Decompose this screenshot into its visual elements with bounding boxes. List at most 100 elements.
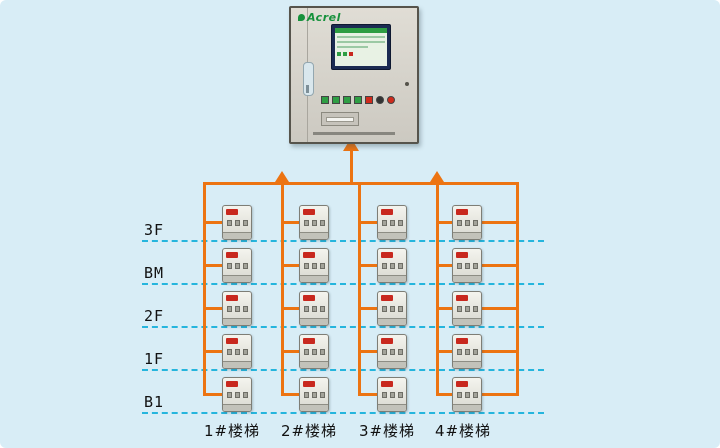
device-key xyxy=(243,220,248,226)
device-key xyxy=(465,263,470,269)
device-key xyxy=(320,306,325,312)
device-indicator xyxy=(226,252,238,258)
device-indicator xyxy=(381,338,393,344)
device-terminal xyxy=(453,404,481,411)
device-key xyxy=(382,349,387,355)
bus-stub-line xyxy=(436,264,452,267)
device-key xyxy=(457,220,462,226)
device-key xyxy=(227,349,232,355)
device-terminal xyxy=(300,275,328,282)
device-indicator xyxy=(226,295,238,301)
device-key xyxy=(243,392,248,398)
device-key xyxy=(473,349,478,355)
device-indicator xyxy=(381,295,393,301)
cabinet-nameplate xyxy=(313,132,395,135)
device-key xyxy=(235,220,240,226)
red-button xyxy=(365,96,373,104)
bus-drop-line xyxy=(350,148,353,185)
device-indicator xyxy=(226,381,238,387)
floor-dashed-line xyxy=(142,369,544,371)
device-key xyxy=(390,306,395,312)
bus-stub-line xyxy=(436,221,452,224)
device-module xyxy=(377,248,407,283)
staircase-label-1: 1#楼梯 xyxy=(203,422,261,440)
device-key xyxy=(382,392,387,398)
screen-status-dots xyxy=(337,52,385,56)
bus-stub-line xyxy=(281,393,299,396)
brand-text: Acrel xyxy=(307,11,341,24)
device-keys xyxy=(304,306,325,312)
device-key xyxy=(473,392,478,398)
device-terminal xyxy=(453,361,481,368)
device-indicator xyxy=(456,252,468,258)
acrel-logo: Acrel xyxy=(298,11,341,24)
device-indicator xyxy=(303,209,315,215)
device-terminal xyxy=(378,361,406,368)
device-key xyxy=(235,349,240,355)
bus-stub-line xyxy=(358,307,377,310)
indicator-tube xyxy=(303,62,314,96)
bus-trunk-line xyxy=(203,182,519,185)
device-key xyxy=(304,349,309,355)
device-terminal xyxy=(223,361,251,368)
acrel-logo-icon xyxy=(298,14,305,21)
device-terminal xyxy=(223,275,251,282)
bus-stub-line xyxy=(436,307,452,310)
device-module xyxy=(299,334,329,369)
device-key xyxy=(390,349,395,355)
device-key xyxy=(312,349,317,355)
device-module xyxy=(222,291,252,326)
device-terminal xyxy=(300,404,328,411)
device-key xyxy=(398,306,403,312)
device-indicator xyxy=(303,295,315,301)
device-indicator xyxy=(456,295,468,301)
device-key xyxy=(457,392,462,398)
arrow-up-junction xyxy=(430,171,444,182)
device-terminal xyxy=(378,318,406,325)
staircase-label-4: 4#楼梯 xyxy=(434,422,492,440)
device-key xyxy=(312,220,317,226)
device-key xyxy=(320,220,325,226)
device-terminal xyxy=(453,232,481,239)
device-module xyxy=(377,205,407,240)
device-module xyxy=(452,291,482,326)
device-key xyxy=(320,263,325,269)
device-keys xyxy=(227,392,248,398)
device-key xyxy=(304,306,309,312)
device-module xyxy=(222,334,252,369)
printer-paper-slot xyxy=(326,116,354,122)
device-key xyxy=(382,263,387,269)
bus-stub-line xyxy=(203,307,222,310)
device-key xyxy=(390,220,395,226)
staircase-label-2: 2#楼梯 xyxy=(280,422,338,440)
floor-dashed-line xyxy=(142,283,544,285)
device-key xyxy=(465,220,470,226)
device-key xyxy=(227,263,232,269)
device-module xyxy=(452,248,482,283)
device-keys xyxy=(382,392,403,398)
device-keys xyxy=(304,263,325,269)
floor-label-2f: 2F xyxy=(144,307,165,325)
status-dot-green xyxy=(343,52,347,56)
device-key xyxy=(320,349,325,355)
device-key xyxy=(465,392,470,398)
device-key xyxy=(312,263,317,269)
device-module xyxy=(222,248,252,283)
staircase-label-3: 3#楼梯 xyxy=(358,422,416,440)
green-button xyxy=(321,96,329,104)
device-keys xyxy=(227,220,248,226)
floor-label-1f: 1F xyxy=(144,350,165,368)
green-button xyxy=(332,96,340,104)
device-module xyxy=(377,334,407,369)
bus-stub-line xyxy=(482,393,519,396)
device-key xyxy=(320,392,325,398)
device-keys xyxy=(457,220,478,226)
device-terminal xyxy=(223,232,251,239)
door-lock xyxy=(405,82,409,86)
device-keys xyxy=(304,392,325,398)
bus-stub-line xyxy=(281,350,299,353)
device-key xyxy=(312,306,317,312)
arrow-up-junction xyxy=(275,171,289,182)
device-keys xyxy=(304,220,325,226)
